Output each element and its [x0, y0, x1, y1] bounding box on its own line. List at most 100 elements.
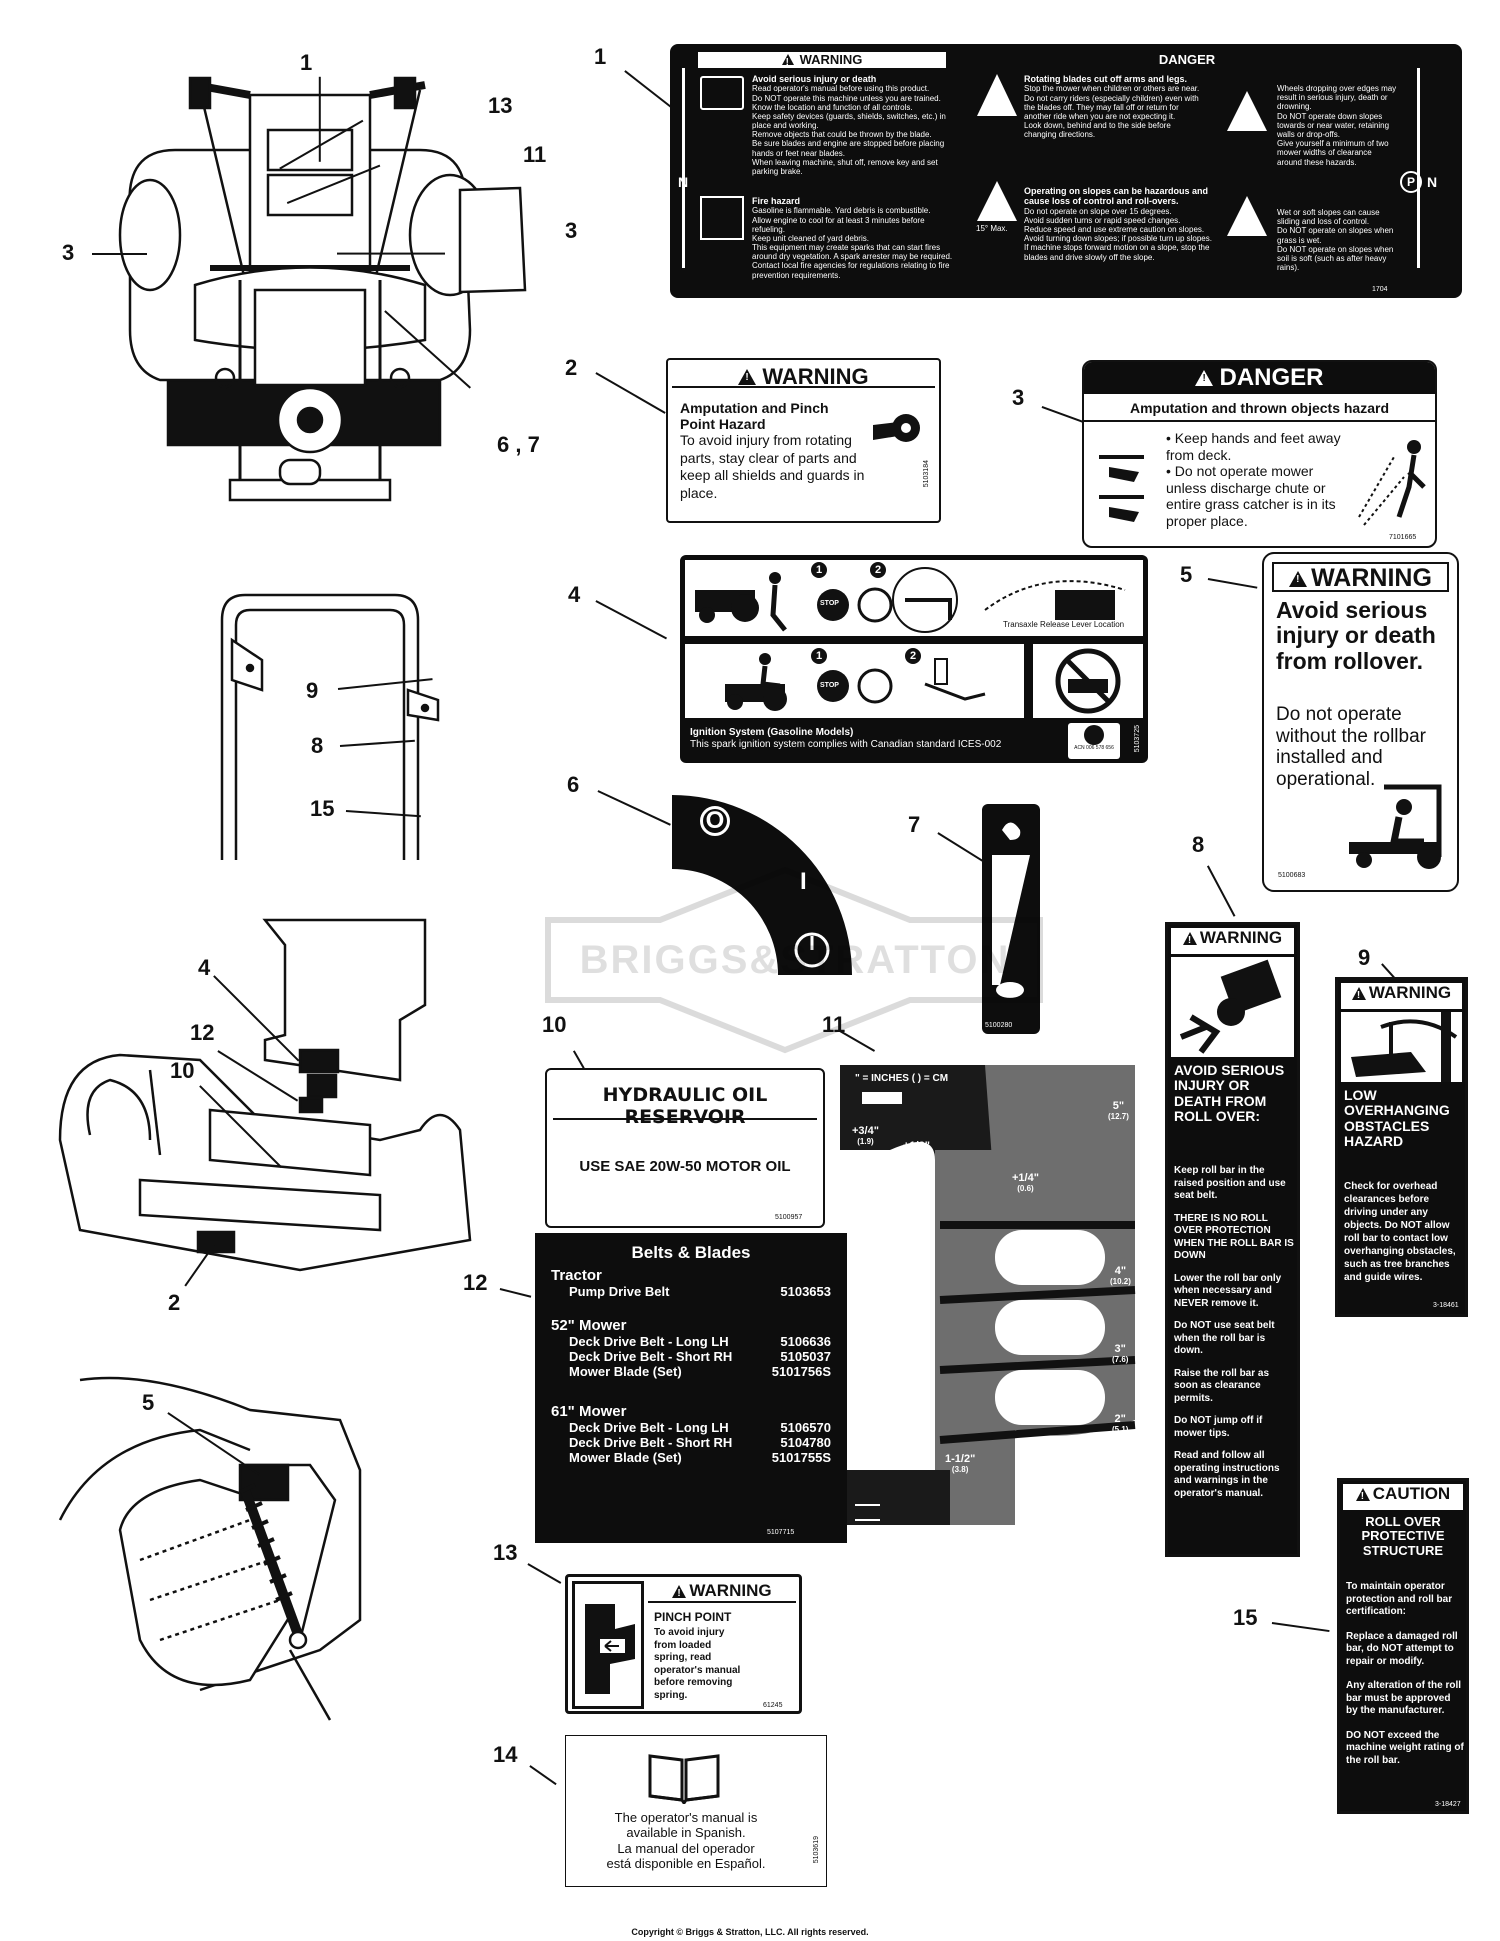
spring-wheel-illustration [58, 1376, 362, 1721]
callout-number: 9 [1358, 945, 1371, 970]
step-number: 2 [905, 648, 921, 664]
decal-1-warning-text: Avoid serious injury or death Read opera… [752, 74, 946, 177]
callout-number: 3 [62, 240, 75, 265]
callout-number: 12 [463, 1270, 488, 1295]
stop-sign-label: STOP [820, 682, 839, 689]
lever-track [682, 68, 685, 268]
callout-number: 8 [311, 733, 324, 758]
ignition-text: This spark ignition system complies with… [690, 739, 1002, 750]
decal-7-part-number: 5100280 [985, 1022, 1013, 1029]
decal-13-warning-pinch-point: WARNING PINCH POINT To avoid injury from… [565, 1574, 802, 1714]
callout-number: 3 [565, 218, 578, 243]
watermark-text: BRIGGS&STRATTON [579, 938, 1011, 982]
run-position-icon: I [800, 868, 807, 895]
height-mark: +1/2"(1.3) [903, 1140, 930, 1161]
height-mark: 5"(12.7) [1108, 1100, 1129, 1121]
step-number: 2 [870, 562, 886, 578]
decal-11-part-number: 5106114 [1102, 1506, 1129, 1513]
decal-1-fire-text: Fire hazard Gasoline is flammable. Yard … [752, 196, 953, 280]
decal-10-body: USE SAE 20W-50 MOTOR OIL [579, 1158, 791, 1175]
decal-15-heading: ROLL OVER PROTECTIVE STRUCTURE [1361, 1514, 1445, 1558]
decal-11-cut-height-gauge-shape [840, 1065, 1136, 1525]
decal-13-header: WARNING [648, 1581, 796, 1603]
decal-14-part-number: 5103619 [813, 1836, 820, 1864]
callout-number: 10 [170, 1058, 195, 1083]
decal-1-warning-header: WARNING [698, 52, 946, 68]
callout-number: 11 [523, 142, 547, 167]
blade-hazard-icon [977, 74, 1017, 116]
thrown-objects-icon [1354, 437, 1429, 532]
decal-12-section-title: 61" Mower [551, 1403, 627, 1420]
decal-12-section-title: 52" Mower [551, 1317, 627, 1334]
decal-9-heading: LOW OVERHANGING OBSTACLES HAZARD [1344, 1087, 1450, 1150]
decal-12-title: Belts & Blades [631, 1243, 751, 1262]
decal-2-warning-amputation: WARNING Amputation and Pinch Point Hazar… [666, 358, 941, 523]
decal-9-body: Check for overhead clearances before dri… [1344, 1181, 1456, 1283]
step-number: 1 [811, 562, 827, 578]
decal-5-part-number: 5100683 [1278, 872, 1306, 879]
rollover-pictogram-icon [1171, 957, 1294, 1057]
acn-badge: ACN 006 578 656 [1068, 723, 1120, 759]
grass-height-icon [862, 1092, 902, 1104]
lever-track [1417, 68, 1420, 268]
height-mark: 4"(10.2) [1110, 1265, 1131, 1286]
decal-12-part-number: 5107715 [767, 1529, 795, 1536]
slope-max-label: 15° Max. [976, 224, 1008, 233]
decal-15-part-number: 3-18427 [1435, 1801, 1461, 1808]
no-riders-icon [1030, 641, 1146, 721]
decal-3-bullet: • Do not operate mower unless discharge … [1166, 463, 1336, 529]
callout-number: 13 [488, 93, 513, 118]
decal-4-panel-top: 1 2 STOP Transaxle Release Lever Locatio… [682, 557, 1146, 639]
open-book-icon [646, 1748, 722, 1806]
callout-number: 11 [822, 1012, 846, 1037]
height-mark: +1/4"(0.6) [1012, 1172, 1039, 1193]
callout-number: 14 [493, 1742, 518, 1767]
decal-15-caution-rops: CAUTION ROLL OVER PROTECTIVE STRUCTURE T… [1337, 1478, 1469, 1814]
decal-3-danger-thrown-objects: DANGER Amputation and thrown objects haz… [1082, 360, 1437, 548]
decal-5-heading: Avoid serious injury or death from rollo… [1276, 597, 1436, 674]
callout-number: 1 [594, 44, 607, 69]
callout-number: 4 [198, 955, 211, 980]
decal-2-text: Amputation and Pinch Point Hazard To avo… [680, 400, 865, 501]
wheel-drop-hazard-icon [1227, 91, 1267, 131]
decal-1-wheels-text: Wheels dropping over edges may result in… [1277, 84, 1397, 167]
decal-1-safety-label: WARNING DANGER Avoid serious injury or d… [670, 44, 1462, 298]
decal-15-body: To maintain operator protection and roll… [1346, 1581, 1464, 1766]
height-mark: 1-1/2"(3.8) [945, 1453, 976, 1474]
leader-line [319, 76, 321, 162]
decal-10-title: HYDRAULIC OIL RESERVOIR [602, 1084, 768, 1128]
decal-13-part-number: 61245 [763, 1702, 783, 1709]
decal-3-text: • Keep hands and feet away from deck. • … [1166, 430, 1356, 529]
decal-4-part-number: 5103725 [1134, 725, 1141, 753]
rollbar-illustration [220, 593, 440, 860]
manual-icon [700, 76, 744, 110]
decal-15-header: CAUTION [1343, 1484, 1463, 1510]
decal-8-header: WARNING [1171, 928, 1294, 954]
callout-number: 15 [1233, 1605, 1258, 1630]
height-mark: +3/4"(1.9) [852, 1125, 879, 1146]
callout-number: 9 [306, 678, 319, 703]
decal-9-header: WARNING [1341, 983, 1462, 1009]
rollbar-operator-icon [1344, 782, 1449, 872]
decal-1-blades-text: Rotating blades cut off arms and legs. S… [1024, 74, 1200, 140]
decal-12-item: Mower Blade (Set)5101755S [569, 1450, 831, 1465]
height-mark: 2"(5.1) [1112, 1413, 1129, 1434]
decal-4-transaxle-release: 1 2 STOP Transaxle Release Lever Locatio… [680, 555, 1148, 763]
decal-10-hydraulic-oil: HYDRAULIC OIL RESERVOIR USE SAE 20W-50 M… [545, 1068, 825, 1228]
callout-number: 3 [1012, 385, 1025, 410]
decal-9-warning-overhead: WARNING LOW OVERHANGING OBSTACLES HAZARD… [1335, 977, 1468, 1317]
decal-10-part-number: 5100957 [775, 1214, 803, 1221]
hand-foot-icon [1094, 447, 1154, 527]
callout-number: 2 [168, 1290, 181, 1315]
decal-5-header: WARNING [1272, 562, 1449, 592]
decal-5-body: Do not operate without the rollbar insta… [1276, 704, 1426, 790]
decal-12-item: Mower Blade (Set)5101756S [569, 1364, 831, 1379]
lever-location-caption: Transaxle Release Lever Location [1003, 620, 1125, 629]
decal-13-heading: PINCH POINT [654, 1610, 732, 1624]
decal-4-panel-middle: 1 2 STOP [682, 641, 1027, 721]
